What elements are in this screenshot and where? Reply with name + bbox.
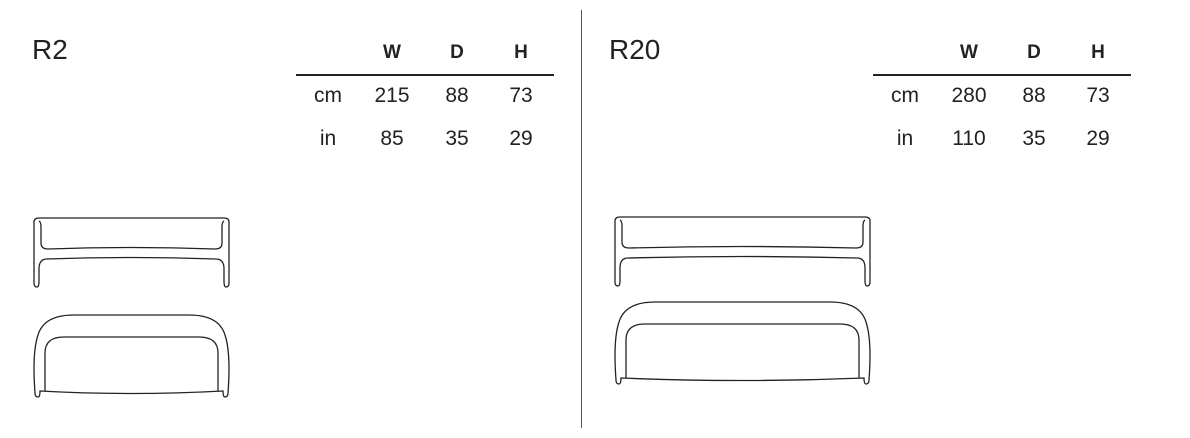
value-w: 280	[951, 84, 987, 107]
sofa-outline	[33, 217, 230, 288]
unit-label: in	[319, 127, 337, 150]
unit-label: cm	[891, 84, 919, 107]
sofa-r20-front-view	[614, 216, 871, 287]
product-title-r2: R2	[32, 34, 68, 65]
table-row-cm: cm 215 88 73	[296, 84, 554, 108]
table-row-cm: cm 280 88 73	[873, 84, 1131, 108]
unit-label: cm	[314, 84, 342, 107]
table-header: W D H	[873, 42, 1131, 66]
divider	[581, 10, 582, 428]
sofa-r2-front-view	[33, 217, 230, 288]
value-w: 85	[380, 127, 404, 150]
value-h: 29	[509, 127, 533, 150]
value-h: 29	[1086, 127, 1110, 150]
col-d: D	[1027, 42, 1041, 63]
sofa-seat	[625, 323, 860, 378]
sofa-outline	[33, 314, 230, 398]
value-w: 110	[952, 127, 986, 150]
sofa-r2-top-view	[33, 314, 230, 398]
value-d: 88	[445, 84, 469, 107]
value-d: 35	[445, 127, 469, 150]
table-row-in: in 85 35 29	[296, 127, 554, 151]
col-w: W	[960, 42, 978, 63]
value-w: 215	[374, 84, 410, 107]
sofa-backrest	[38, 220, 225, 250]
col-h: H	[514, 42, 528, 63]
sofa-r20-top-view	[614, 301, 871, 385]
col-d: D	[450, 42, 464, 63]
table-row-in: in 110 35 29	[873, 127, 1131, 151]
header-rule	[873, 74, 1131, 76]
unit-label: in	[896, 127, 914, 150]
value-h: 73	[1086, 84, 1110, 107]
sofa-backrest	[619, 219, 866, 249]
table-header: W D H	[296, 42, 554, 66]
col-h: H	[1091, 42, 1105, 63]
sofa-seat	[44, 336, 219, 391]
sofa-outline	[614, 301, 871, 385]
header-rule	[296, 74, 554, 76]
value-d: 88	[1022, 84, 1046, 107]
product-title-r20: R20	[609, 34, 661, 65]
sofa-outline	[614, 216, 871, 287]
value-d: 35	[1022, 127, 1046, 150]
value-h: 73	[509, 84, 533, 107]
col-w: W	[383, 42, 401, 63]
